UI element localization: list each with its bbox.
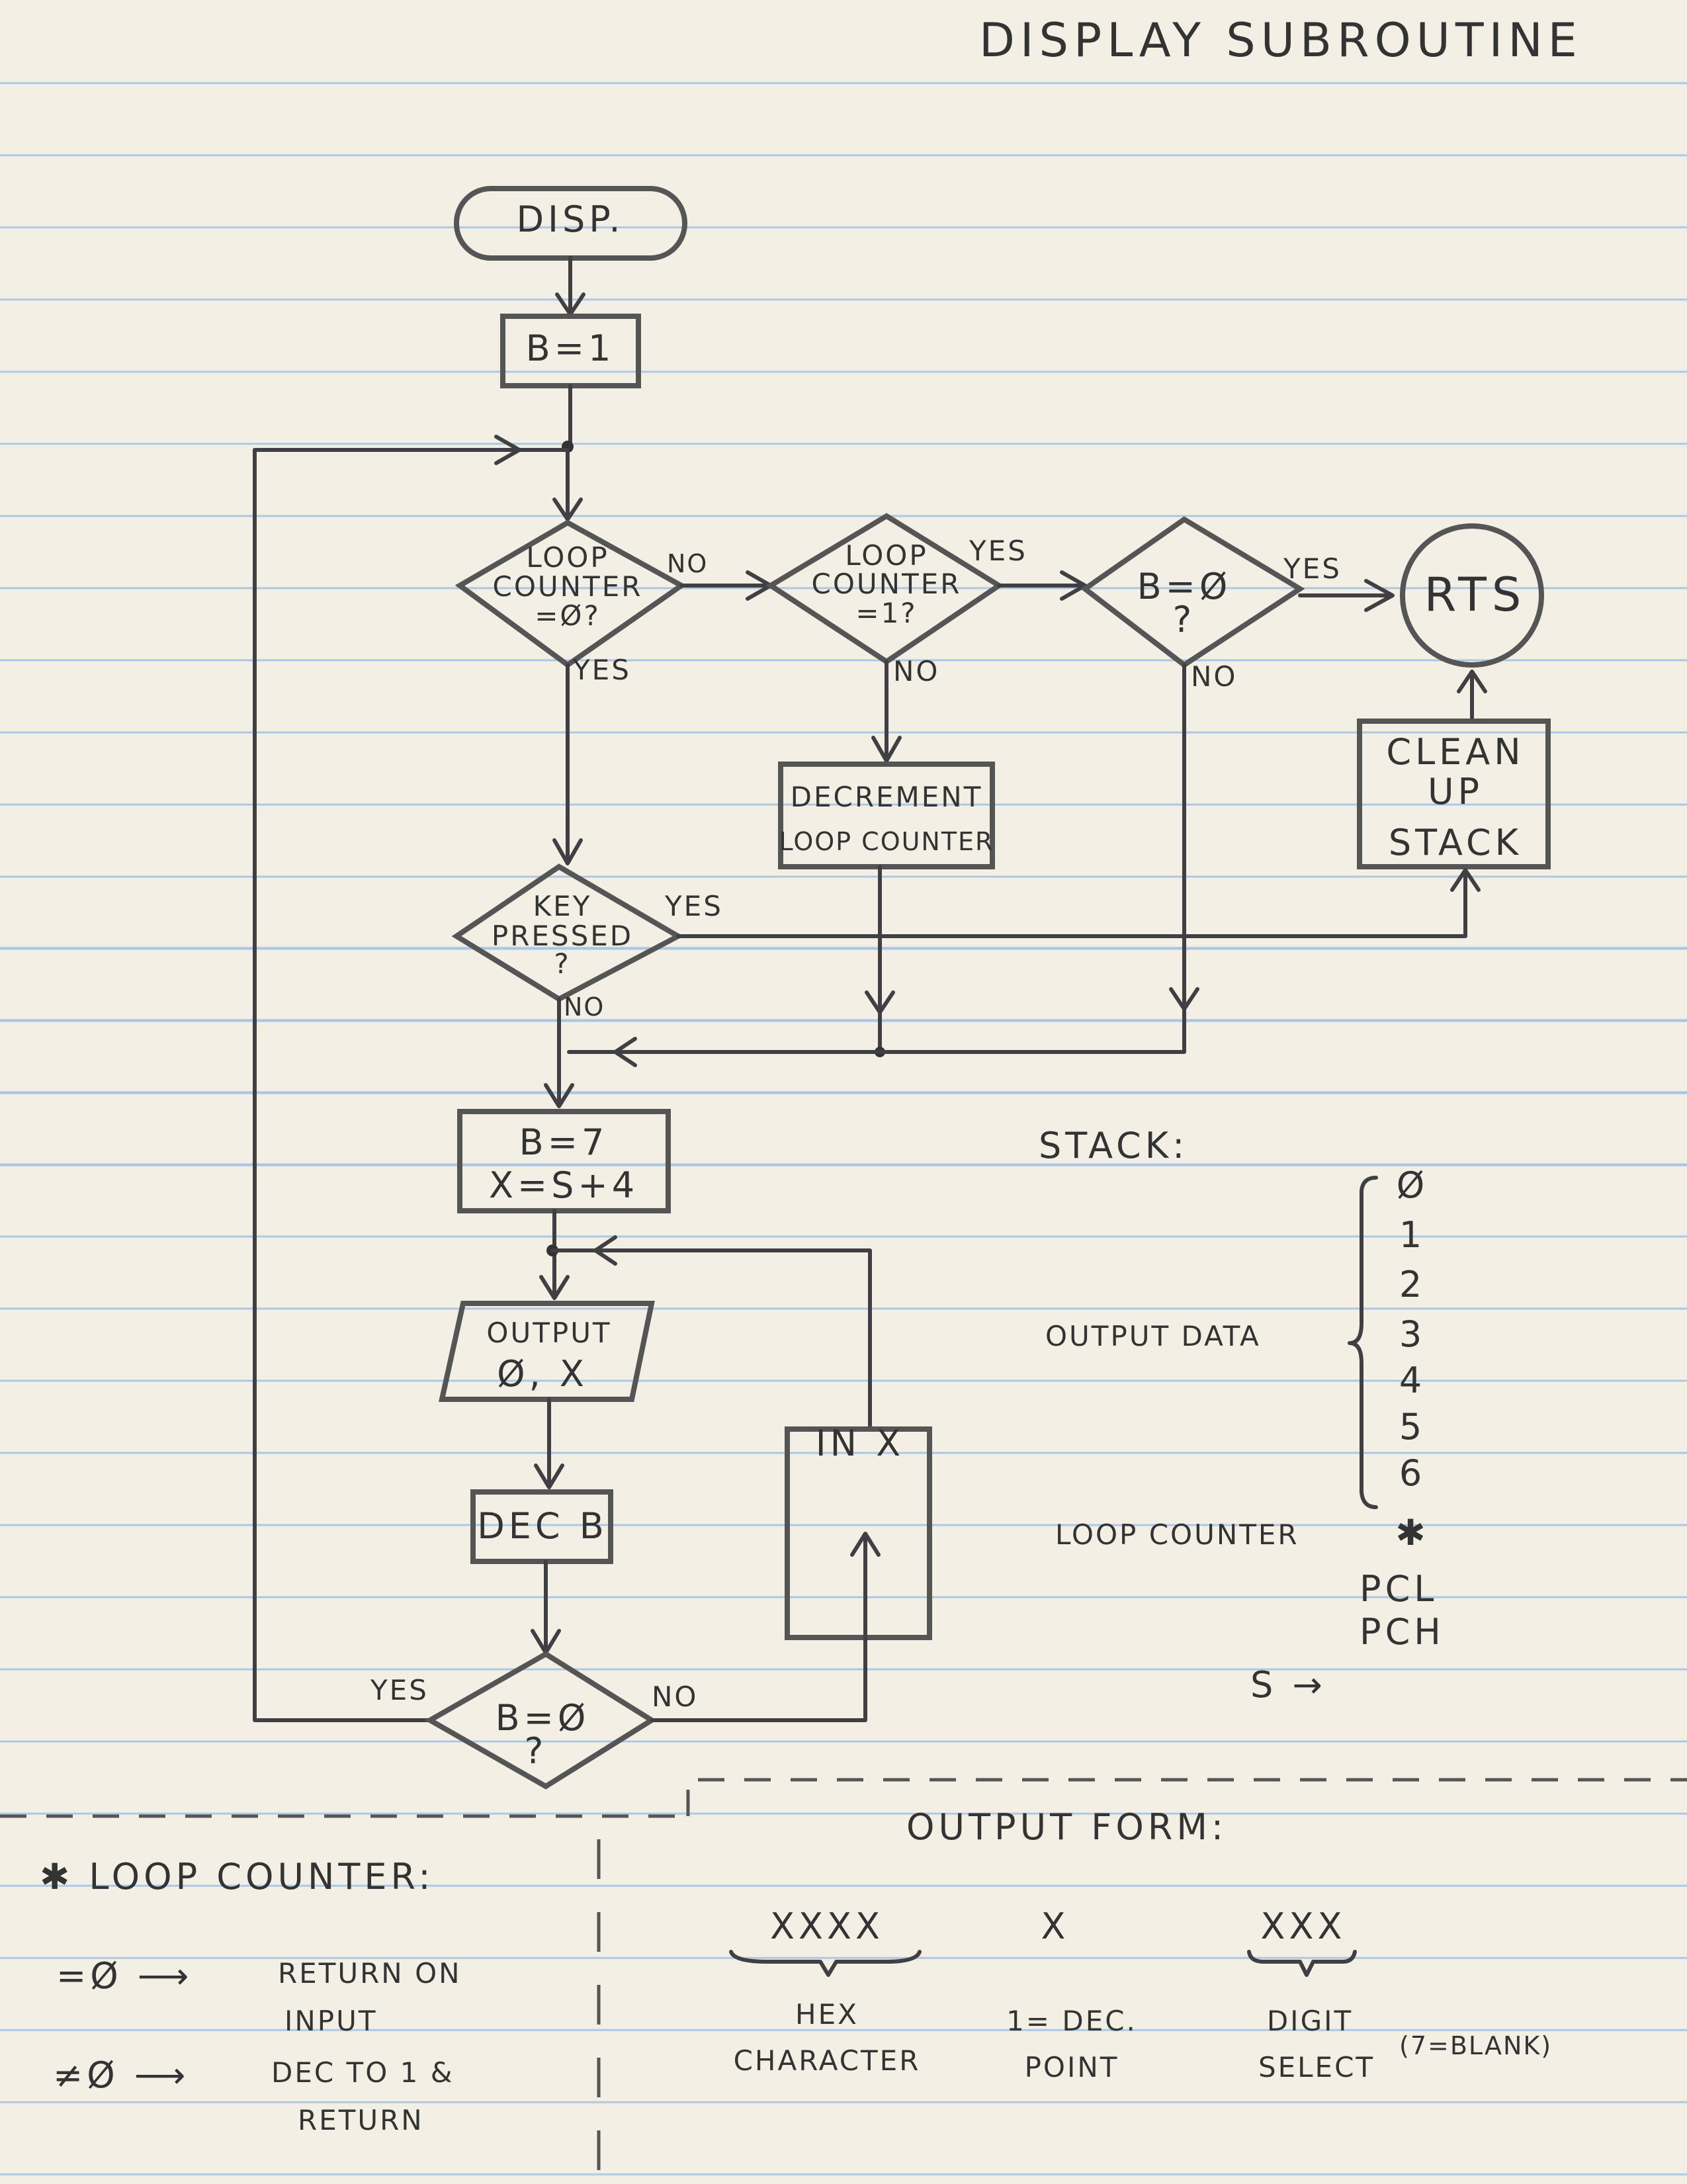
form-group-dp-label2: POINT bbox=[1024, 2051, 1119, 2083]
set-b-line1: B=7 bbox=[519, 1121, 609, 1163]
decision-b-zero-bottom-no: NO bbox=[652, 1681, 699, 1713]
cleanup-line3: STACK bbox=[1388, 822, 1523, 863]
stack-item-0: Ø bbox=[1396, 1164, 1429, 1206]
output-parallelogram-shape bbox=[439, 1301, 655, 1402]
cleanup-box-shape bbox=[1357, 719, 1551, 869]
rule1-lhs: =Ø ⟶ bbox=[56, 1955, 193, 1997]
stack-heading: STACK: bbox=[1039, 1125, 1189, 1166]
stack-item-2: 2 bbox=[1399, 1264, 1426, 1305]
form-group-digit-label1: DIGIT bbox=[1266, 2005, 1354, 2037]
rule1-text-line2: INPUT bbox=[284, 2005, 378, 2037]
decision-b-zero-bottom-line1: B=Ø bbox=[495, 1697, 590, 1739]
pch-label: PCH bbox=[1360, 1611, 1445, 1653]
notes-heading: ✱ LOOP COUNTER: bbox=[40, 1856, 435, 1898]
decision-b-zero-top-yes: YES bbox=[1283, 552, 1342, 585]
rule2-text-line1: DEC TO 1 & bbox=[271, 2056, 454, 2089]
rts-label: RTS bbox=[1424, 568, 1527, 622]
dec-b-shape bbox=[470, 1489, 613, 1564]
form-group-hex-label1: HEX bbox=[795, 1998, 859, 2031]
rule2-lhs: ≠Ø ⟶ bbox=[53, 2054, 190, 2096]
output-line2: Ø, X bbox=[497, 1353, 588, 1395]
set-b-line2: X=S+4 bbox=[488, 1164, 639, 1206]
loop-counter-mark: ✱ bbox=[1395, 1512, 1430, 1553]
decrement-line2: LOOP COUNTER bbox=[779, 827, 994, 856]
output-form-heading: OUTPUT FORM: bbox=[906, 1806, 1228, 1848]
stack-item-1: 1 bbox=[1399, 1214, 1426, 1256]
decrement-line1: DECREMENT bbox=[790, 781, 983, 813]
decision-b-zero-top-line2: ? bbox=[1172, 599, 1196, 640]
loop-counter-label: LOOP COUNTER bbox=[1055, 1518, 1299, 1551]
stack-item-3: 3 bbox=[1399, 1313, 1426, 1355]
decision-b-zero-top-line1: B=Ø bbox=[1137, 566, 1232, 607]
decision-loop-one-line2: COUNTER bbox=[811, 568, 962, 600]
key-pressed-line2: PRESSED bbox=[491, 920, 634, 952]
start-label: DISP. bbox=[516, 198, 625, 240]
dec-b-label: DEC B bbox=[477, 1505, 608, 1547]
form-group-dp-label1: 1= DEC. bbox=[1006, 2005, 1137, 2037]
key-pressed-line1: KEY bbox=[533, 890, 592, 922]
cleanup-line1: CLEAN bbox=[1386, 731, 1525, 773]
key-pressed-line3: ? bbox=[554, 947, 571, 980]
decision-b-zero-top-no: NO bbox=[1191, 660, 1238, 693]
stack-item-6: 6 bbox=[1399, 1452, 1426, 1494]
form-group-digit-pattern: XXX bbox=[1260, 1905, 1346, 1947]
form-group-hex-pattern: XXXX bbox=[770, 1905, 884, 1947]
pcl-label: PCL bbox=[1360, 1568, 1438, 1610]
decision-loop-zero-line1: LOOP bbox=[526, 541, 609, 574]
form-group-hex-label2: CHARACTER bbox=[733, 2044, 921, 2077]
form-group-dp-pattern: X bbox=[1041, 1905, 1070, 1947]
rule2-text-line2: RETURN bbox=[298, 2104, 424, 2136]
form-group-digit-label2: SELECT bbox=[1258, 2051, 1375, 2083]
inx-label: IN X bbox=[815, 1422, 905, 1464]
decrement-box-shape bbox=[778, 762, 995, 869]
rule1-text-line1: RETURN ON bbox=[278, 1957, 462, 1989]
blank-note: (7=BLANK) bbox=[1399, 2031, 1553, 2060]
stack-pointer: S → bbox=[1250, 1664, 1326, 1706]
decision-loop-zero-line3: =Ø? bbox=[535, 599, 601, 632]
decision-loop-one-no: NO bbox=[893, 655, 940, 687]
output-data-label: OUTPUT DATA bbox=[1045, 1320, 1261, 1352]
decision-loop-one-yes: YES bbox=[969, 535, 1027, 567]
key-pressed-yes: YES bbox=[665, 890, 723, 922]
decision-loop-one-line3: =1? bbox=[855, 597, 918, 629]
output-line1: OUTPUT bbox=[486, 1317, 612, 1349]
decision-b-zero-bottom-line2: ? bbox=[524, 1730, 548, 1772]
decision-loop-zero-yes: YES bbox=[573, 654, 631, 686]
stack-item-5: 5 bbox=[1399, 1406, 1426, 1448]
rts-circle-shape bbox=[1400, 523, 1544, 668]
decision-loop-one-line1: LOOP bbox=[845, 539, 928, 572]
set-b-box-shape bbox=[457, 1109, 671, 1213]
init-label: B=1 bbox=[525, 328, 615, 369]
cleanup-line2: UP bbox=[1427, 771, 1484, 812]
decision-b-zero-bottom-shape bbox=[424, 1651, 657, 1790]
page-title: DISPLAY SUBROUTINE bbox=[979, 13, 1582, 67]
stack-item-4: 4 bbox=[1399, 1360, 1426, 1401]
decision-loop-zero-line2: COUNTER bbox=[492, 570, 643, 603]
key-pressed-no: NO bbox=[564, 992, 605, 1022]
decision-loop-zero-no: NO bbox=[667, 549, 709, 578]
decision-b-zero-bottom-yes: YES bbox=[370, 1674, 429, 1706]
